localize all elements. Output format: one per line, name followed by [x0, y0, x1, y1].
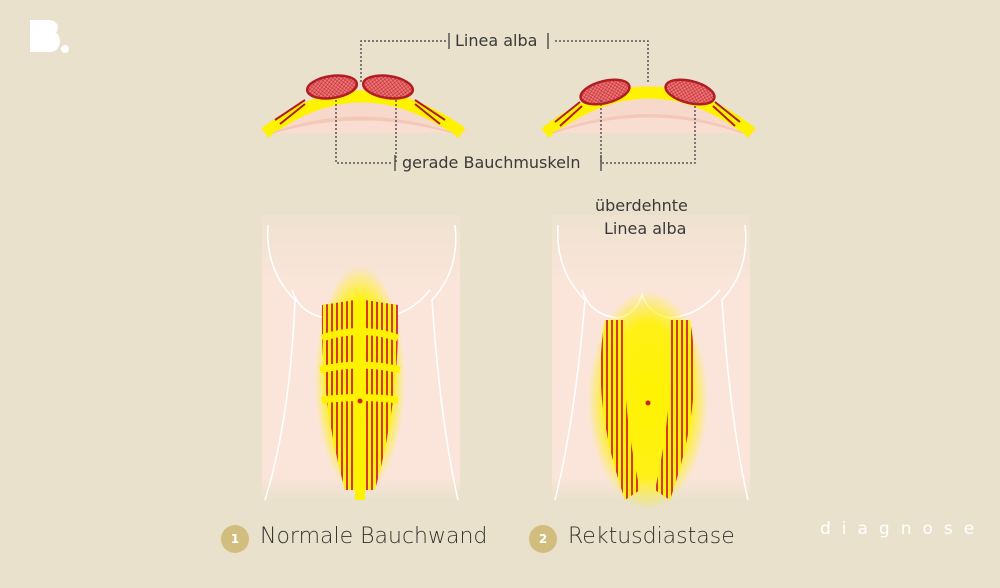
torso-normal [262, 215, 460, 501]
cross-section-normal [258, 74, 470, 138]
figure-2-badge: 2 [529, 525, 557, 553]
linea-alba-label: Linea alba [455, 31, 538, 50]
overstretched-annotation-line2: Linea alba [604, 219, 687, 238]
brand-logo [28, 18, 72, 58]
rectus-muscles-label: gerade Bauchmuskeln [402, 153, 581, 172]
brand-wordmark: diagnose [820, 519, 986, 539]
cross-section-diastasis [538, 78, 760, 138]
leader-lines [335, 40, 696, 164]
logo-b-icon [30, 20, 69, 53]
torso-diastasis [552, 215, 750, 510]
figure-1-caption: Normale Bauchwand [260, 524, 488, 549]
figure-1-badge: 1 [221, 525, 249, 553]
figure-2-caption: Rektusdiastase [568, 524, 735, 549]
overstretched-annotation-line1: überdehnte [595, 196, 688, 215]
